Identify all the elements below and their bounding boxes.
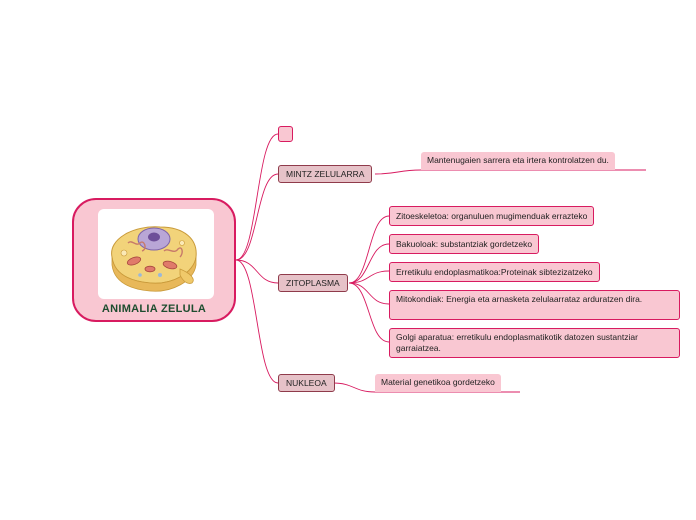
connector-zito-leaf1 [348,215,390,284]
connector-root-zito [235,259,279,284]
leaf-node-zito-2[interactable]: Bakuoloak: substantziak gordetzeko [389,234,540,254]
connector-zito-leaf4 [348,282,390,305]
leaf-node-zito-4[interactable]: Mitokondiak: Energia eta arnasketa zelul… [389,290,680,320]
leaf-node-nukleoa-1[interactable]: Material genetikoa gordetzeko [375,374,501,392]
leaf-node-zito-1[interactable]: Zitoeskeletoa: organuluen mugimenduak er… [389,206,595,226]
connector-root-empty [235,133,279,261]
animal-cell-image [98,209,214,299]
connector-mintz-leaf [374,169,422,175]
connector-zito-leaf3 [348,270,390,284]
leaf-node-zito-3[interactable]: Erretikulu endoplasmatikoa:Proteinak sib… [389,262,600,282]
root-node[interactable]: ANIMALIA ZELULA [72,198,236,322]
branch-node-nukleoa[interactable]: NUKLEOA [278,374,335,392]
connector-root-nukleoa [235,259,279,384]
connector-root-mintz [235,173,279,261]
connector-zito-leaf2 [348,243,390,284]
root-title: ANIMALIA ZELULA [101,303,207,315]
branch-node-empty[interactable] [278,126,293,142]
branch-node-zitoplasma[interactable]: ZITOPLASMA [278,274,348,292]
connector-nukleoa-leaf [332,382,376,393]
leaf-node-mintz-1[interactable]: Mantenugaien sarrera eta irtera kontrola… [421,152,615,170]
branch-node-mintz-zelularra[interactable]: MINTZ ZELULARRA [278,165,373,183]
leaf-node-zito-5[interactable]: Golgi aparatua: erretikulu endoplasmatik… [389,328,680,358]
connector-zito-leaf5 [348,282,390,343]
